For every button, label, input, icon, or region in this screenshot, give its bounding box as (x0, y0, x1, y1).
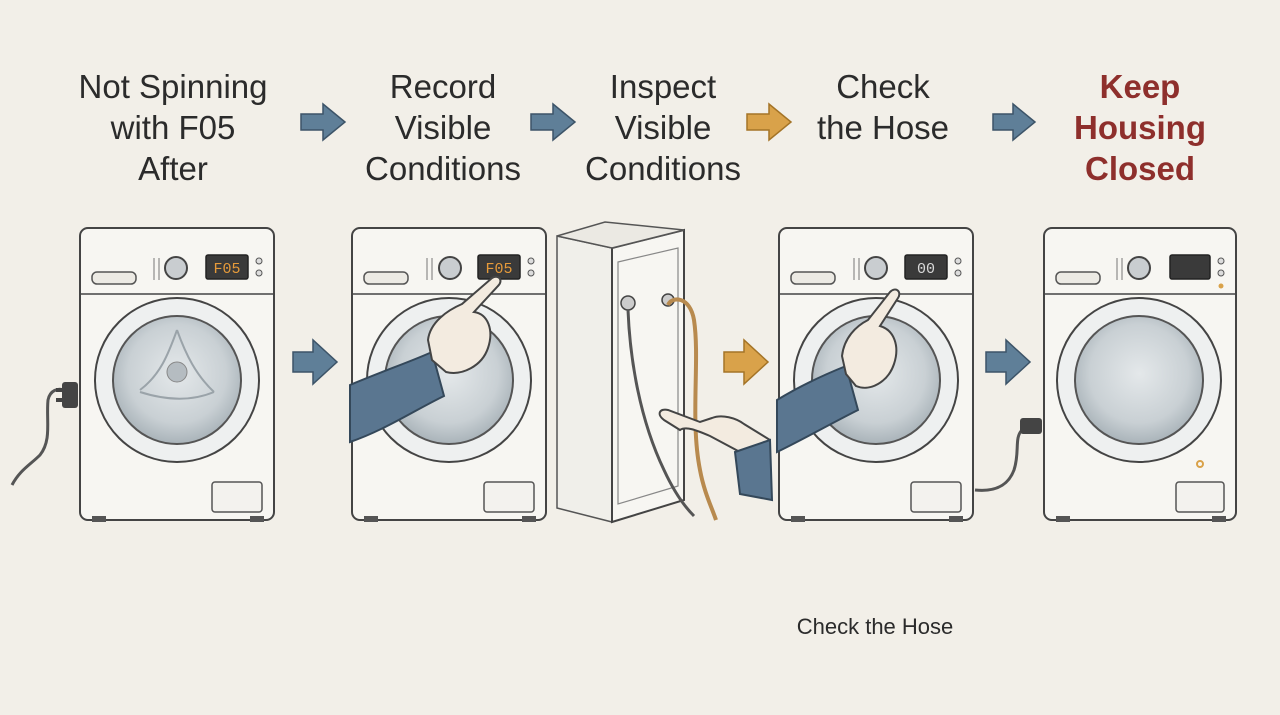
machine-2-display: F05 (485, 261, 512, 278)
arrow-right-icon (530, 102, 577, 142)
step-5-title: Keep Housing Closed (1074, 68, 1206, 187)
washing-machine-4: 00 (776, 227, 974, 522)
step-3-title: Inspect Visible Conditions (585, 68, 741, 187)
power-plug-icon (56, 382, 78, 408)
arrow-right-icon (992, 102, 1037, 142)
step-1-title: Not Spinning with F05 After (78, 68, 268, 187)
arrow-right-icon (723, 338, 770, 386)
power-plug-icon (1020, 418, 1042, 434)
pointing-hand-icon (840, 288, 901, 389)
machine-4-display: 00 (917, 261, 935, 278)
step-4-title: Check the Hose (816, 68, 950, 146)
washing-machine-3-rear (556, 221, 774, 524)
arrow-right-icon (985, 338, 1032, 386)
machine-1-display: F05 (213, 261, 240, 278)
pointing-hand-icon (426, 275, 502, 374)
arrow-right-icon (300, 102, 347, 142)
washing-machine-5 (974, 227, 1237, 522)
washing-machine-1: F05 (10, 227, 275, 522)
step-2-title: Record Visible Conditions (365, 68, 521, 187)
arrow-right-icon (746, 102, 793, 142)
arrow-right-icon (292, 338, 339, 386)
washing-machine-2: F05 (349, 227, 547, 522)
caption: Check the Hose (796, 614, 954, 639)
